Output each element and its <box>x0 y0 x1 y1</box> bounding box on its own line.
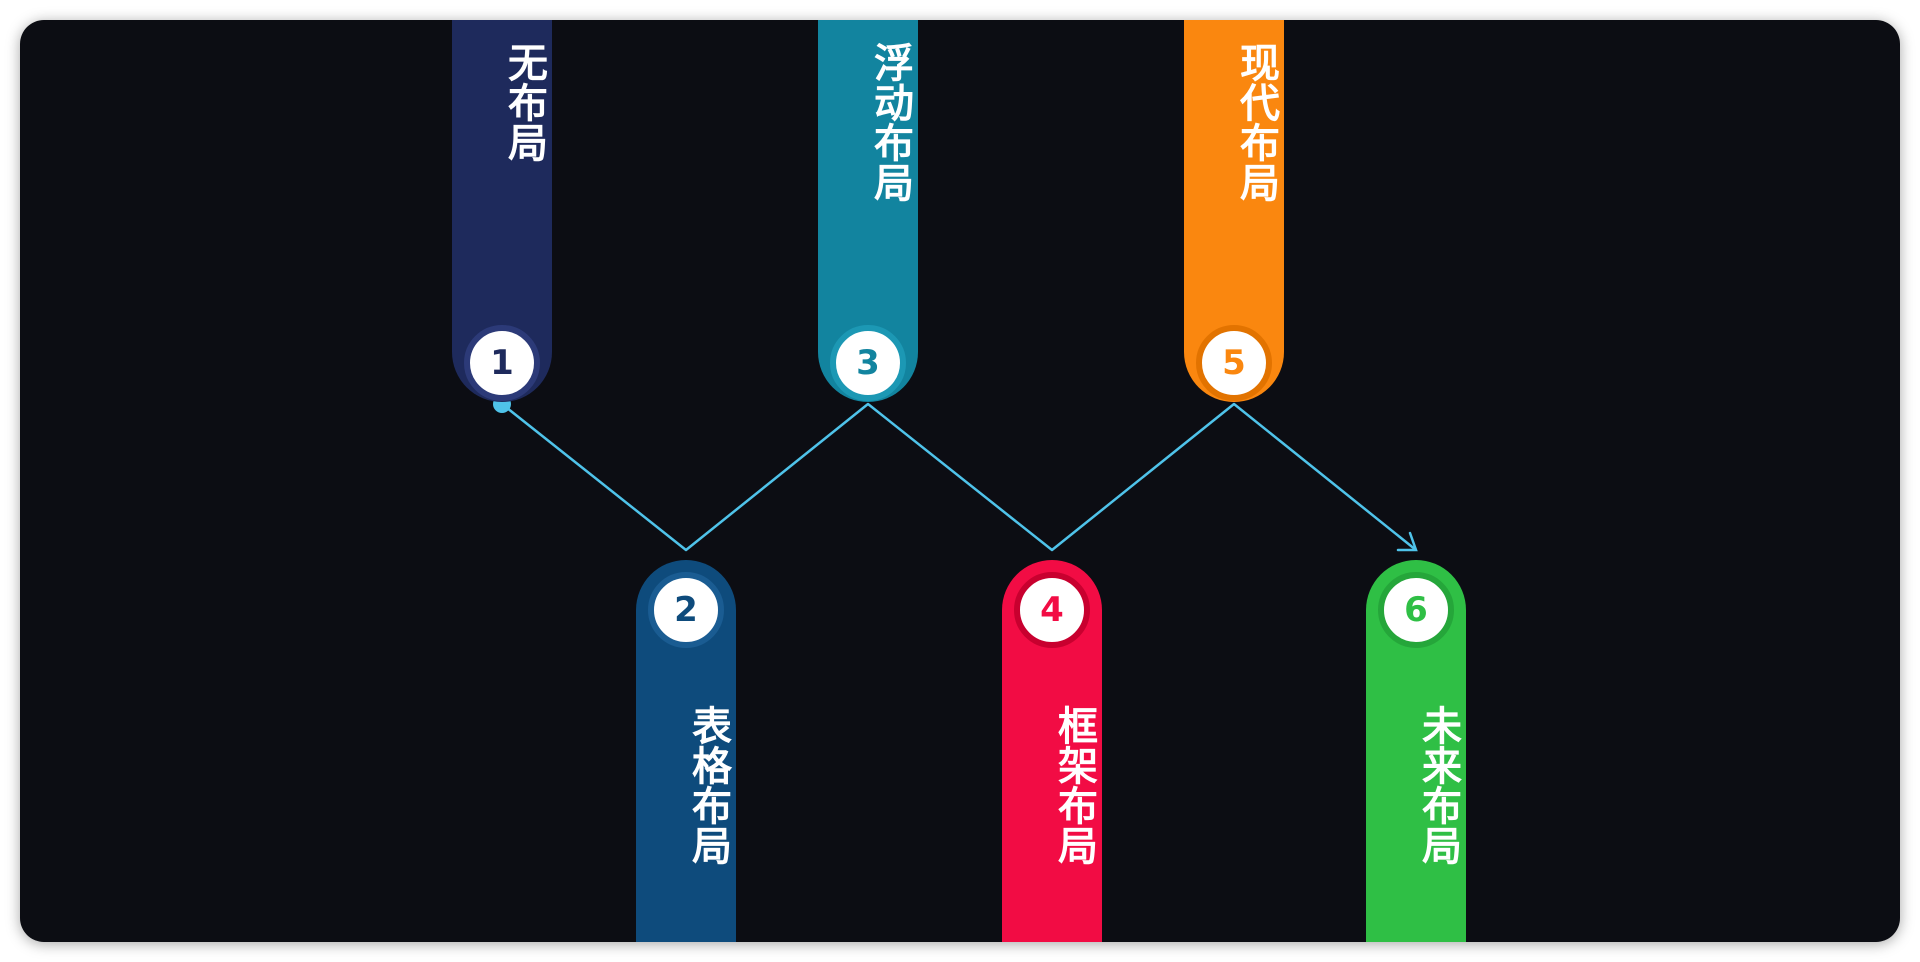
step-6-pill: 6 未来布局 <box>1366 560 1466 942</box>
zigzag-line <box>501 402 1417 552</box>
step-4-label: 框架布局 <box>1051 705 1097 865</box>
step-3-pill: 浮动布局 3 <box>818 20 918 402</box>
step-4-pill: 4 框架布局 <box>1002 560 1102 942</box>
step-1-badge: 1 <box>464 325 540 401</box>
step-2-label: 表格布局 <box>685 705 731 865</box>
step-4-badge: 4 <box>1014 572 1090 648</box>
step-1-pill: 无布局 1 <box>452 20 552 402</box>
step-3-label: 浮动布局 <box>867 42 913 202</box>
diagram-canvas: 无布局 1 2 表格布局 浮动布局 3 4 框架布局 现代布局 5 6 未来布局 <box>20 20 1900 942</box>
step-2-badge: 2 <box>648 572 724 648</box>
step-5-badge: 5 <box>1196 325 1272 401</box>
step-2-pill: 2 表格布局 <box>636 560 736 942</box>
step-6-badge: 6 <box>1378 572 1454 648</box>
step-6-label: 未来布局 <box>1415 705 1461 865</box>
step-1-label: 无布局 <box>501 42 547 162</box>
arrow-head-icon <box>1396 531 1418 552</box>
step-5-pill: 现代布局 5 <box>1184 20 1284 402</box>
zigzag-connector <box>493 395 1418 552</box>
step-5-label: 现代布局 <box>1233 42 1279 202</box>
step-3-badge: 3 <box>830 325 906 401</box>
